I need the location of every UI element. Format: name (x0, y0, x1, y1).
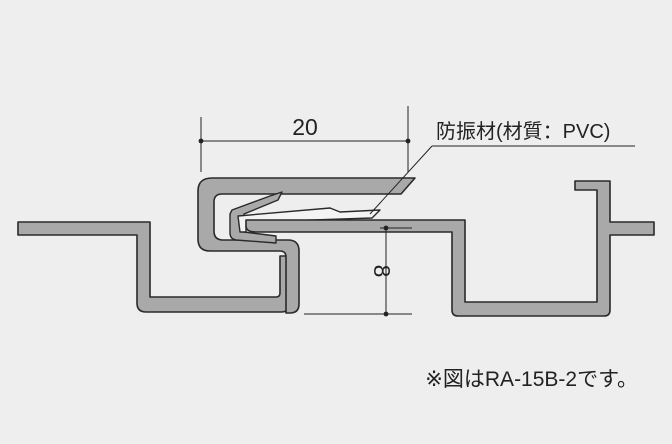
right-floor-panel (245, 180, 655, 317)
width-dimension-label: 20 (292, 114, 318, 140)
material-leader-line (369, 145, 635, 215)
footnote: ※図はRA-15B-2です。 (425, 368, 638, 391)
height-dimension-label: 8 (369, 265, 395, 278)
hook-profile (197, 177, 416, 314)
material-label: 防振材(材質：PVC) (436, 120, 610, 143)
height-dimension (304, 225, 412, 317)
width-dimension (198, 106, 411, 172)
